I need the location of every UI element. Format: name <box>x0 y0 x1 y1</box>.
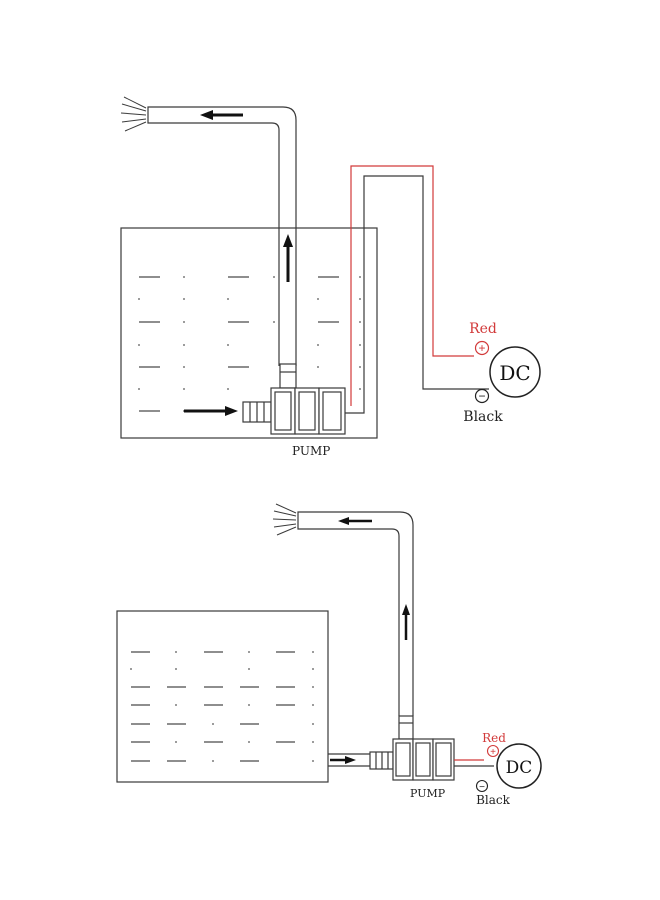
bottom-dc-source <box>496 743 542 789</box>
top-flow-arrow-horizontal <box>200 110 243 120</box>
bottom-flow-arrow-inlet <box>330 756 356 764</box>
top-minus-terminal <box>474 388 490 404</box>
bottom-spray-icon <box>272 503 297 536</box>
top-water-lines <box>139 276 339 412</box>
bottom-inlet-pipe <box>328 753 370 767</box>
bottom-plus-symbol: + <box>490 747 496 758</box>
bottom-plus-terminal <box>486 744 500 758</box>
top-tank <box>120 227 378 439</box>
bottom-red-label: Red <box>482 731 506 745</box>
bottom-black-label: Black <box>476 793 511 807</box>
top-spray-icon <box>120 96 147 132</box>
top-flow-arrow-inlet <box>184 406 238 416</box>
bottom-pump <box>369 715 455 781</box>
top-plus-symbol: + <box>478 341 485 355</box>
top-plus-terminal <box>474 340 490 356</box>
bottom-minus-symbol: − <box>479 782 485 793</box>
top-red-wire <box>350 165 474 406</box>
top-diagram: PUMP DC + Red − Black <box>120 96 541 458</box>
top-minus-symbol: − <box>478 389 485 403</box>
top-flow-arrow-up <box>283 234 293 282</box>
top-red-label: Red <box>469 321 497 337</box>
bottom-outlet-pipe <box>297 511 414 716</box>
bottom-water-dots <box>130 651 314 762</box>
top-outlet-pipe <box>147 106 297 366</box>
top-pump-label: PUMP <box>292 444 330 458</box>
top-black-label: Black <box>463 409 503 425</box>
bottom-flow-arrow-horizontal <box>338 517 372 525</box>
top-dc-label: DC <box>499 361 530 385</box>
bottom-flow-arrow-up <box>402 604 410 640</box>
bottom-water-lines <box>131 651 295 762</box>
bottom-pump-label: PUMP <box>410 787 446 800</box>
bottom-diagram: PUMP DC + Red − Black <box>116 503 542 807</box>
top-black-wire <box>345 175 489 414</box>
top-pump <box>242 363 346 435</box>
bottom-tank <box>116 610 329 783</box>
bottom-dc-label: DC <box>506 758 533 778</box>
bottom-minus-terminal <box>475 779 489 793</box>
top-dc-source <box>489 346 541 398</box>
